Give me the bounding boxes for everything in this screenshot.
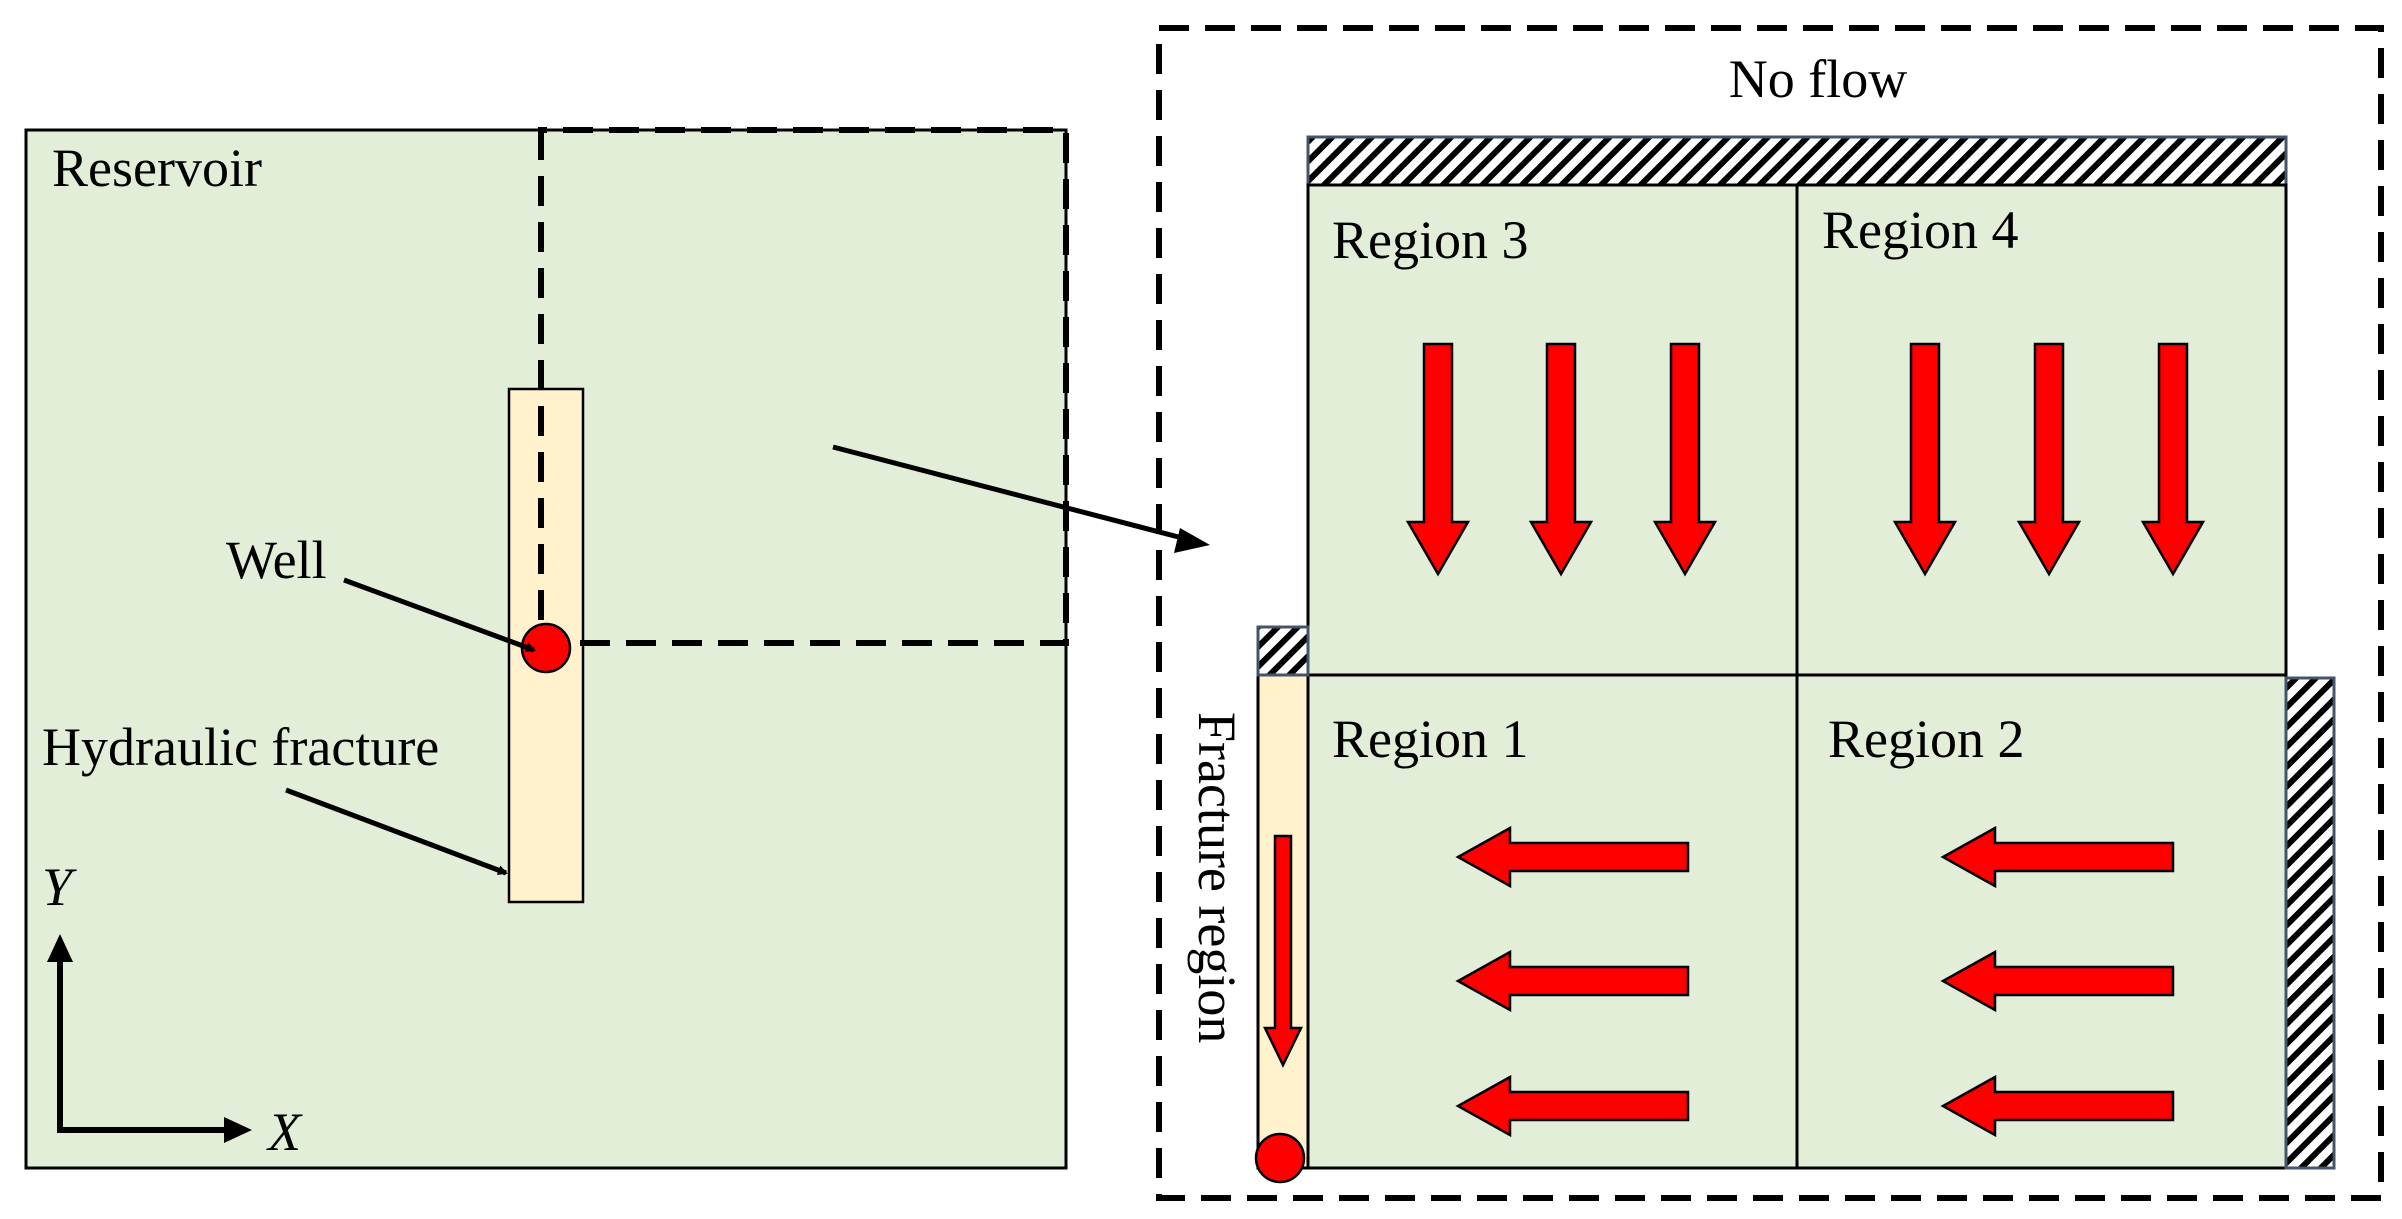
flow-arrow-region4-2 (2016, 342, 2082, 577)
flow-arrow-fracture (1263, 834, 1303, 1068)
flow-arrow-region4-1 (1892, 342, 1958, 577)
no-flow-label: No flow (1729, 49, 1907, 109)
fracture-region-label: Fracture region (1187, 712, 1247, 1043)
no-flow-boundary-top (1306, 135, 2288, 187)
flow-arrow-region1-2 (1455, 949, 1690, 1013)
quarter-domain-outline (538, 127, 1069, 646)
reservoir-label: Reservoir (52, 138, 262, 198)
well-marker-zoom (1254, 1132, 1306, 1184)
well-label: Well (226, 530, 327, 590)
x-axis-label: X (266, 1102, 303, 1162)
zoom-arrowhead (1174, 528, 1210, 553)
flow-arrow-region4-3 (2140, 342, 2206, 577)
no-flow-boundary-fracture-tip (1256, 625, 1310, 677)
y-axis-label: Y (42, 857, 77, 917)
hydraulic-fracture-label: Hydraulic fracture (42, 717, 439, 777)
region-3-label: Region 3 (1332, 210, 1529, 270)
flow-arrow-region3-3 (1652, 342, 1718, 577)
flow-arrow-region1-1 (1455, 825, 1690, 889)
well-pointer-arrow (343, 577, 536, 653)
flow-arrow-region2-1 (1940, 825, 2175, 889)
zoom-dashed-frame (1156, 25, 2384, 1201)
region-2-label: Region 2 (1828, 709, 2025, 769)
flow-arrow-region3-2 (1528, 342, 1594, 577)
flow-arrow-region2-3 (1940, 1074, 2175, 1138)
flow-arrow-region2-2 (1940, 949, 2175, 1013)
flow-arrow-region1-3 (1455, 1074, 1690, 1138)
region-4-label: Region 4 (1822, 200, 2019, 260)
y-axis-arrowhead (47, 934, 73, 962)
fracture-pointer-arrow (285, 787, 508, 876)
flow-arrow-region3-1 (1405, 342, 1471, 577)
region-1 (1306, 673, 1799, 1170)
region-2 (1795, 673, 2288, 1170)
x-axis-arrowhead (224, 1117, 252, 1143)
region-1-label: Region 1 (1332, 709, 1529, 769)
no-flow-boundary-right (2284, 676, 2336, 1170)
zoom-arrow (832, 444, 1191, 543)
